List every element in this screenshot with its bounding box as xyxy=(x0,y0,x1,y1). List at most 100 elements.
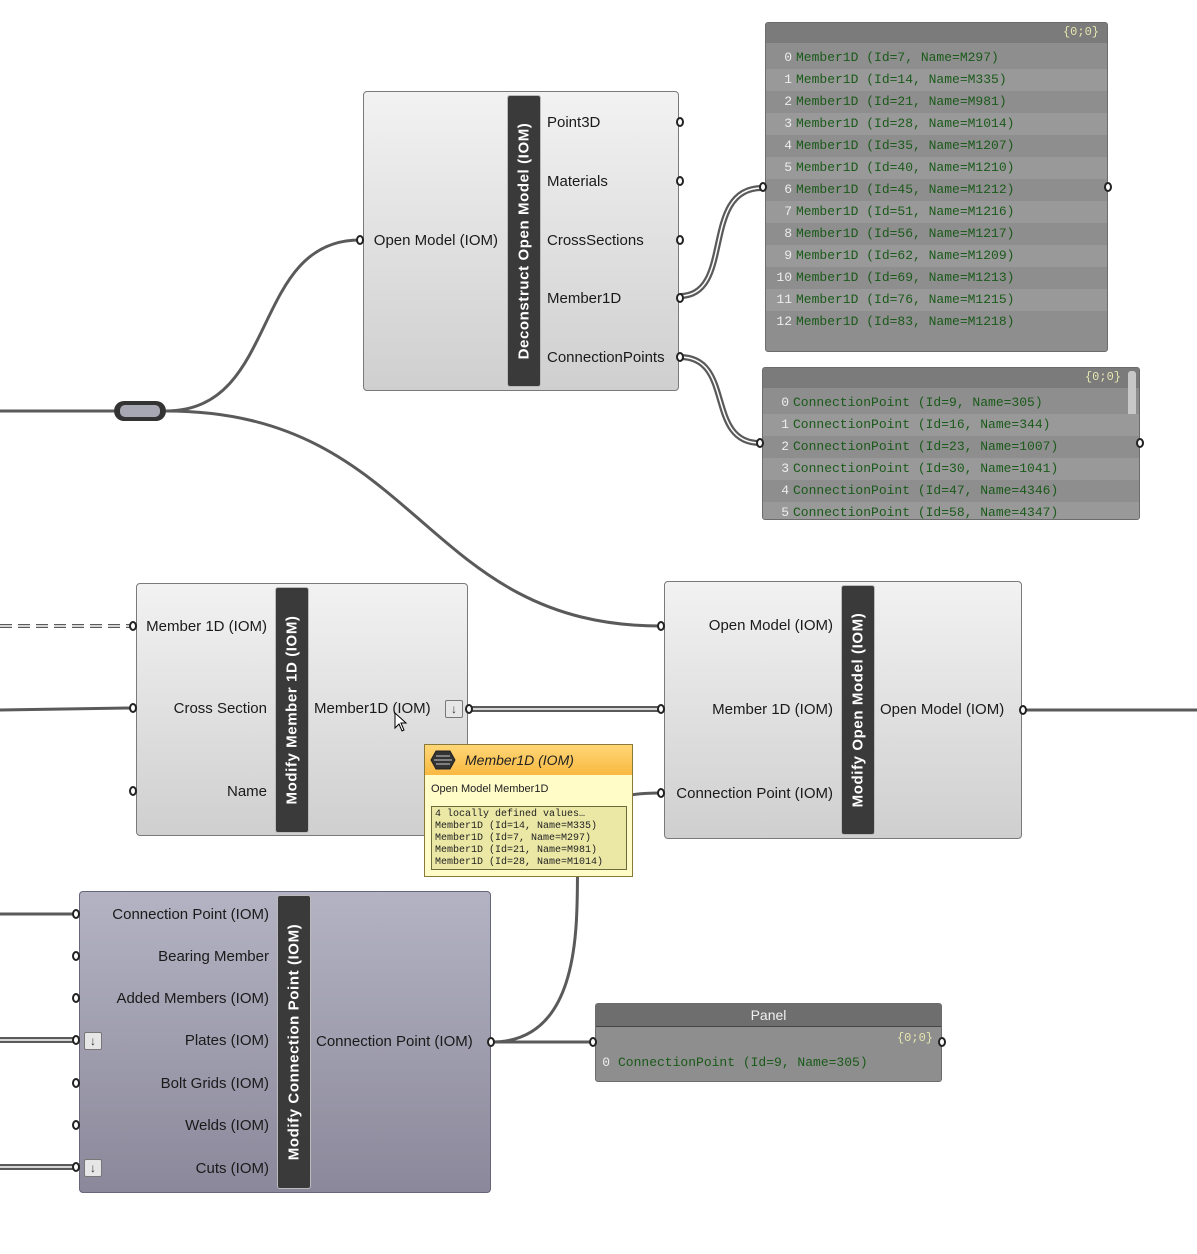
input-name-label: Name xyxy=(226,783,267,800)
input-grip[interactable] xyxy=(129,703,137,713)
input-grip[interactable] xyxy=(657,621,665,631)
output-grip[interactable] xyxy=(465,704,473,714)
panel-path: {0;0} xyxy=(1084,370,1121,384)
input-open-model-label: Open Model (IOM) xyxy=(373,232,498,249)
modify-connection-point-component[interactable]: Connection Point (IOM) Bearing Member Ad… xyxy=(79,891,491,1193)
parameter-tooltip: Member1D (IOM) Open Model Member1D 4 loc… xyxy=(424,744,633,877)
input-cuts-label: Cuts (IOM) xyxy=(195,1160,269,1177)
tooltip-line: Member1D (Id=28, Name=M1014) xyxy=(435,857,604,868)
input-welds-label: Welds (IOM) xyxy=(185,1117,269,1134)
modify-member1d-component[interactable]: Member 1D (IOM) Cross Section Name Modif… xyxy=(136,583,468,836)
input-connection-point-label: Connection Point (IOM) xyxy=(676,785,833,802)
input-cross-section-label: Cross Section xyxy=(173,700,267,717)
input-grip[interactable] xyxy=(72,1120,80,1130)
input-grip[interactable] xyxy=(72,1078,80,1088)
relay-node[interactable] xyxy=(114,401,166,421)
panel-path: {0;0} xyxy=(1062,25,1099,39)
output-grip[interactable] xyxy=(676,352,684,362)
modify-open-model-component[interactable]: Open Model (IOM) Member 1D (IOM) Connect… xyxy=(664,581,1022,839)
panel-input-grip[interactable] xyxy=(589,1037,597,1047)
tooltip-line: Member1D (Id=21, Name=M981) xyxy=(435,845,598,856)
input-open-model-label: Open Model (IOM) xyxy=(708,617,833,634)
panel-path: {0;0} xyxy=(896,1031,933,1045)
component-title-strip: Deconstruct Open Model (IOM) xyxy=(507,95,541,387)
input-grip[interactable] xyxy=(72,993,80,1003)
output-grip[interactable] xyxy=(676,293,684,303)
wire-relay-to-modify-model xyxy=(165,409,661,628)
tooltip-title: Member1D (IOM) xyxy=(465,752,574,768)
output-member1d-label: Member1D (IOM) xyxy=(314,700,431,717)
tooltip-line: Member1D (Id=14, Name=M335) xyxy=(435,821,598,832)
input-grip[interactable] xyxy=(356,235,364,245)
output-grip[interactable] xyxy=(676,176,684,186)
input-grip[interactable] xyxy=(129,621,137,631)
input-bolt-grids-label: Bolt Grids (IOM) xyxy=(160,1075,269,1092)
input-plates-label: Plates (IOM) xyxy=(184,1032,269,1049)
input-connection-point-label: Connection Point (IOM) xyxy=(112,906,269,923)
panel-input-grip[interactable] xyxy=(756,438,764,448)
input-grip[interactable] xyxy=(657,704,665,714)
output-connectionpoints-label: ConnectionPoints xyxy=(547,349,665,366)
panel-title: Panel xyxy=(750,1007,787,1023)
panel-output-grip[interactable] xyxy=(1104,182,1112,192)
graft-arrow-icon[interactable]: ↓ xyxy=(445,700,463,718)
output-grip[interactable] xyxy=(487,1037,495,1047)
output-connection-point-label: Connection Point (IOM) xyxy=(316,1033,473,1050)
input-grip[interactable] xyxy=(72,1035,80,1045)
component-title: Deconstruct Open Model (IOM) xyxy=(515,122,533,360)
panel-scrollbar[interactable] xyxy=(1128,371,1136,435)
graft-arrow-icon[interactable]: ↓ xyxy=(84,1159,102,1177)
input-grip[interactable] xyxy=(72,909,80,919)
panel-input-grip[interactable] xyxy=(759,182,767,192)
input-bearing-member-label: Bearing Member xyxy=(158,948,269,965)
input-added-members-label: Added Members (IOM) xyxy=(116,990,269,1007)
output-grip[interactable] xyxy=(1019,705,1027,715)
input-grip[interactable] xyxy=(72,1162,80,1172)
component-title: Modify Connection Point (IOM) xyxy=(285,923,303,1161)
input-grip[interactable] xyxy=(129,786,137,796)
parameter-hexagon-icon xyxy=(430,750,456,770)
component-title-strip: Modify Open Model (IOM) xyxy=(841,585,875,835)
output-open-model-label: Open Model (IOM) xyxy=(880,701,1005,718)
output-grip[interactable] xyxy=(676,117,684,127)
component-title: Modify Open Model (IOM) xyxy=(849,612,867,808)
wire-member1d-to-members-panel xyxy=(679,185,763,299)
graft-arrow-icon[interactable]: ↓ xyxy=(84,1032,102,1050)
output-grip[interactable] xyxy=(676,235,684,245)
output-crosssections-label: CrossSections xyxy=(547,232,644,249)
panel-titlebar[interactable]: Panel xyxy=(596,1004,941,1027)
component-title-strip: Modify Connection Point (IOM) xyxy=(277,895,311,1189)
tooltip-values: 4 locally defined values… Member1D (Id=1… xyxy=(431,806,627,870)
panel-output-grip[interactable] xyxy=(938,1037,946,1047)
deconstruct-open-model-component[interactable]: Open Model (IOM) Deconstruct Open Model … xyxy=(363,91,679,391)
input-grip[interactable] xyxy=(657,788,665,798)
panel-output-grip[interactable] xyxy=(1136,438,1144,448)
input-grip[interactable] xyxy=(72,951,80,961)
tooltip-line: 4 locally defined values… xyxy=(435,809,586,820)
wire-relay-to-deconstruct xyxy=(165,238,361,413)
component-title: Modify Member 1D (IOM) xyxy=(283,615,301,805)
input-member1d-label: Member 1D (IOM) xyxy=(712,701,833,718)
input-member1d-label: Member 1D (IOM) xyxy=(146,618,267,635)
